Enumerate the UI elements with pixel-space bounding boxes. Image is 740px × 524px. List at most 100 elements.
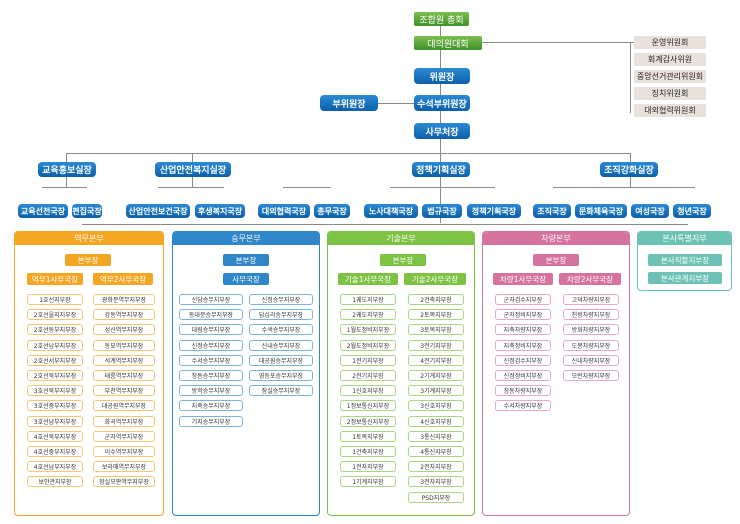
branch-item: 1신호지부장 [340,385,396,397]
division-title: 기술본부 [328,232,474,245]
division-head: 본부장 [533,254,579,266]
delegates-box: 대의원대회 [414,36,482,50]
connector [42,187,87,188]
branch-item: 1전자지부장 [340,461,396,473]
branch-item: 성산역무지부장 [93,324,155,336]
division-title: 본사특별지부 [638,232,731,245]
branch-item: 3신호지부장 [408,400,464,412]
branch-item: 4신호지부장 [408,415,464,427]
branch-item: 1월도정비지부장 [340,324,396,336]
branch-item: 대공원승무지부장 [249,354,313,366]
branch-item: 동대문승무지부장 [179,309,243,321]
office-safety-head: 산업안전복지실장 [155,162,231,177]
connector [390,187,495,188]
branch-item: 영등포승무지부장 [249,370,313,381]
branch-item: 신내차량지부장 [563,354,619,366]
branch-item: 3호선중부지부장 [27,400,83,412]
connector [630,177,631,187]
bureau-external: 대외협력국장 [258,204,310,218]
chair-box: 위원장 [414,68,470,84]
branch-item: 이수역무지부장 [93,446,155,457]
branch-item: 3토목지부장 [408,324,464,336]
branch-item: 3전기지부장 [408,339,464,351]
bureau-policy-planning: 정책기획국장 [467,204,521,218]
branch-item: 3호선북부지부장 [27,385,83,397]
group-title: 차량2사무국장 [559,273,621,285]
bureau-organizing: 조직국장 [533,204,571,218]
senior-vice-chair-box: 수석부위원장 [414,95,470,111]
branch-item: 3호선남부지부장 [27,415,83,427]
branch-item: 2호선북부지부장 [27,370,83,381]
branch-item: 지축승무지부장 [179,400,243,412]
branch-item: 태릉역무지부장 [93,370,155,381]
branch-item: 신정검수지부장 [495,354,551,366]
branch-item: PSD지부장 [408,491,464,503]
office-organizing-head: 조직강화실장 [600,162,658,177]
branch-item: 보안관지부장 [27,476,83,488]
group-title: 사무국장 [223,273,269,285]
branch-item: 1토목지부장 [340,430,396,442]
bureau-youth: 청년국장 [673,204,711,218]
connector [377,103,417,104]
branch-item: 2정보통신지부장 [340,415,396,427]
branch-item: 1호선지부장 [27,294,83,305]
branch-item: 지축정비지부장 [495,339,551,351]
branch-item: 신답승무지부장 [179,294,243,305]
branch-item: 2토목지부장 [408,309,464,321]
branch-item: 천왕차량지부장 [563,309,619,321]
branch-item: 1정보통신지부장 [340,400,396,412]
branch-item: 2전기지부장 [340,370,396,381]
connector [440,137,441,147]
branch-item: 3통신지부장 [408,430,464,442]
connector [630,153,631,163]
branch-item: 동묘역무지부장 [93,339,155,351]
group-title: 기술2사무국장 [404,273,466,285]
connector [283,187,331,188]
branch-item: 강동역무지부장 [93,309,155,321]
branch-item: 광화문역무지부장 [93,294,155,305]
connector [66,153,67,163]
branch-item: 2호선동부지부장 [27,324,83,336]
branch-item: 창동차량지부장 [495,385,551,397]
division-title: 승무본부 [173,232,319,245]
branch-item: 지축차량지부장 [495,324,551,336]
bureau-women: 여성국장 [631,204,669,218]
branch-item: 3기계지부장 [408,385,464,397]
branch-item: 2궤도지부장 [340,309,396,321]
branch-item: 1궤도지부장 [340,294,396,305]
branch-item: 대림승무지부장 [179,324,243,336]
branch-item: 방학승무지부장 [179,385,243,397]
branch-item: 창동승무지부장 [179,370,243,381]
branch-item: 도봉차량지부장 [563,339,619,351]
committee-election: 중앙선거관리위원회 [634,70,706,83]
branch-item: 석계역무지부장 [93,354,155,366]
branch-item: 대공원역무지부장 [93,400,155,412]
branch-item: 4호선중부지부장 [27,446,83,457]
bureau-culture-sports: 문화체육국장 [575,204,627,218]
branch-item: 장실모판역무지부장 [93,476,155,488]
division-hq-special: 본사특별지부 본사직할지부장 본사관계지부장 [637,231,732,291]
committee-discipline: 징치위원회 [634,87,706,100]
branch-item: 2기계지부장 [408,370,464,381]
connector [630,42,634,43]
secretary-general-box: 사무처장 [414,123,470,139]
office-policy-head: 정책기획실장 [412,162,470,177]
division-title: 역무본부 [15,232,163,245]
branch-item: 2호선을지지부장 [27,309,83,321]
division-head: 본부장 [65,254,111,266]
bureau-general-affairs: 총무국장 [314,204,350,218]
branch-item: 군자역무지부장 [93,430,155,442]
branch-item: 기지승무지부장 [179,415,243,427]
branch-item: 본사직할지부장 [648,254,722,266]
branch-item: 4전기지부장 [408,354,464,366]
division-title: 차량본부 [483,232,629,245]
division-head: 본부장 [223,254,269,266]
branch-item: 4호선남부지부장 [27,461,83,473]
bureau-welfare: 후생복지국장 [195,204,245,218]
bureau-labor-relations: 노사대책국장 [364,204,418,218]
connector [158,187,224,188]
group-title: 차량1사무국장 [493,273,553,285]
branch-item: 잠실승무지부장 [249,385,313,397]
